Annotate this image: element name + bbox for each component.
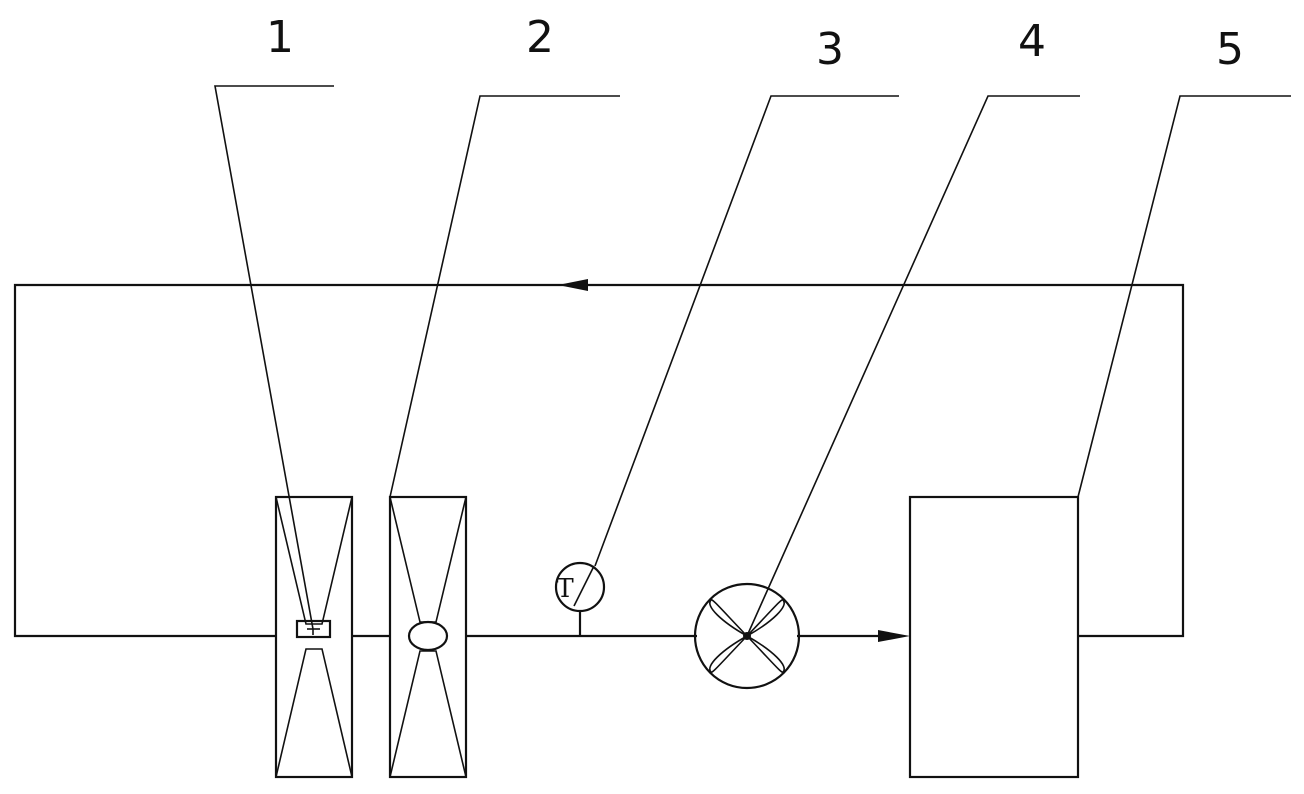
- component-2-box: [388, 495, 468, 779]
- component-1-upper-taper: [275, 496, 353, 625]
- label-5: 5: [1216, 24, 1244, 75]
- fan-blade-1: [709, 599, 748, 637]
- leader-line-3: [594, 95, 899, 567]
- leader-line-5: [1077, 95, 1291, 498]
- leader-line-1: [214, 85, 334, 630]
- component-1-box: [274, 495, 354, 779]
- component-1-lower-taper: [275, 648, 353, 778]
- flow-arrow-left: [558, 279, 588, 291]
- fan-housing: [693, 582, 801, 690]
- label-3: 3: [816, 24, 844, 75]
- component-2-frame: [388, 495, 468, 779]
- component-3-gauge: T: [554, 561, 606, 636]
- component-2-lower-taper: [389, 650, 467, 778]
- return-pipe: [13, 283, 1185, 638]
- label-1: 1: [266, 12, 294, 63]
- fan-blade-3: [709, 635, 748, 673]
- gauge-dial: [554, 561, 606, 613]
- circuit-loop: [13, 283, 1185, 638]
- flow-arrow-right: [878, 630, 910, 642]
- gauge-symbol: T: [556, 574, 574, 604]
- component-4-fan: [693, 582, 801, 690]
- leader-lines: [214, 85, 1291, 637]
- label-4: 4: [1018, 16, 1046, 67]
- fan-blade-4: [746, 635, 785, 673]
- leader-line-4: [746, 95, 1080, 637]
- label-2: 2: [526, 12, 554, 63]
- gauge-needle: [573, 565, 595, 607]
- leader-line-2: [389, 95, 620, 498]
- component-2-upper-taper: [389, 496, 467, 623]
- component-1-frame: [274, 495, 354, 779]
- component-1-element: [295, 619, 332, 639]
- fan-blade-2: [746, 599, 785, 637]
- component-2-element: [407, 620, 449, 652]
- component-5-box: [908, 495, 1080, 779]
